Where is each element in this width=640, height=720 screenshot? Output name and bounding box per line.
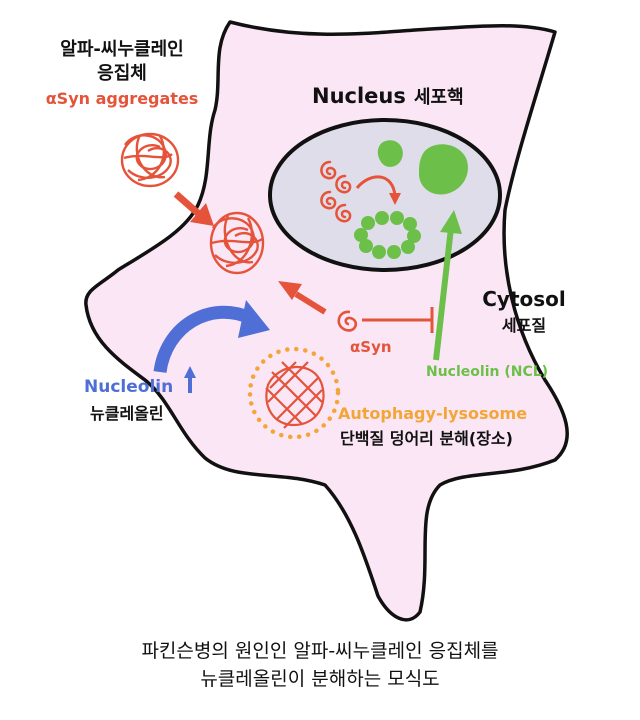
asyn-swirls-nucleus <box>320 160 352 223</box>
nucleolin-import-arrow <box>433 227 454 361</box>
aggregation-arrow <box>173 191 203 218</box>
asyn-aggregates-label-ko-2: 응집체 <box>97 63 147 84</box>
nucleolin-blob-small <box>377 140 403 167</box>
asyn-monomer <box>337 310 358 332</box>
up-arrow-icon <box>184 366 196 393</box>
conversion-arrow <box>355 175 397 197</box>
autophagy-lysosome <box>247 346 341 440</box>
asyn-to-aggregate-arrow <box>294 291 327 315</box>
autophagy-label-ko: 단백질 덩어리 분해(장소) <box>340 429 513 448</box>
degraded-aggregate <box>265 361 325 429</box>
cytosol-label-ko: 세포질 <box>502 316 546 335</box>
cytosol-label-en: Cytosol <box>482 287 566 311</box>
nucleolin-upregulation-arrow <box>153 305 253 374</box>
nucleus-label-en: Nucleus <box>312 84 406 108</box>
caption-line-2: 뉴클레올린이 분해하는 모식도 <box>200 668 440 690</box>
asyn-label: αSyn <box>350 338 392 356</box>
autophagy-label-en: Autophagy-lysosome <box>338 404 527 423</box>
nucleolin-blob-large <box>418 144 468 195</box>
cell-membrane <box>84 20 569 622</box>
asyn-aggregates-label-ko-1: 알파-씨누클레인 <box>60 39 183 60</box>
nucleolin-up-label-en: Nucleolin <box>84 377 173 397</box>
nucleolin-ncl-label: Nucleolin (NCL) <box>426 364 548 380</box>
asyn-aggregate-top <box>120 132 180 188</box>
caption-line-1: 파킨슨병의 원인인 알파-씨누클레인 응집체를 <box>141 640 499 662</box>
nucleolin-ring <box>354 211 421 259</box>
asyn-aggregates-label-en: αSyn aggregates <box>46 89 199 108</box>
nucleolin-up-label-ko: 뉴클레올린 <box>90 404 164 423</box>
nucleus-label-ko: 세포핵 <box>414 87 464 108</box>
asyn-aggregate-middle <box>209 211 265 275</box>
